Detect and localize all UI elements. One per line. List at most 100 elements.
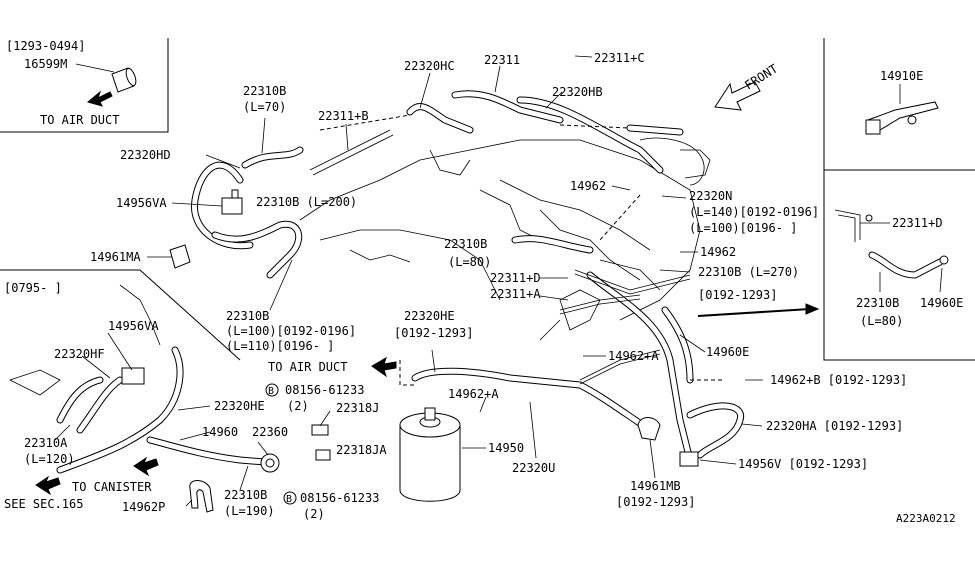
label-22311A: 22311+A — [490, 287, 541, 301]
label-L80: (L=80) — [448, 255, 491, 269]
label-L70: (L=70) — [243, 100, 286, 114]
label-L110: (L=110)[0196- ] — [226, 339, 334, 353]
inset-right-frames — [823, 38, 975, 361]
part-22318J — [311, 424, 331, 461]
label-16599M: 16599M — [24, 57, 67, 71]
label-L140: (L=140)[0192-0196] — [689, 205, 819, 219]
b-marker-top-label: B — [268, 386, 274, 397]
label-see-sec: SEE SEC.165 — [4, 497, 83, 511]
direction-arrows — [35, 303, 820, 496]
label-qty-b: (2) — [303, 507, 325, 521]
label-22318JA: 22318JA — [336, 443, 387, 457]
hose-left-assembly — [56, 346, 269, 474]
b-marker-bottom: B — [283, 491, 297, 505]
label-inset-L120: (L=120) — [24, 452, 75, 466]
hose-22320HC — [406, 103, 474, 134]
label-14956VA-top: 14956VA — [116, 196, 167, 210]
hose-22320HB — [516, 96, 684, 174]
label-14961MB: 14961MB — [630, 479, 681, 493]
bracket-14961MB — [637, 417, 661, 441]
label-range-c: [0192-1293] — [616, 495, 695, 509]
label-inset-14956VA: 14956VA — [108, 319, 159, 333]
label-L100: (L=100)[0196- ] — [689, 221, 797, 235]
label-14962-a: 14962 — [570, 179, 606, 193]
part-14910E — [865, 101, 939, 135]
diagram-reference-code: A223A0212 — [896, 512, 956, 525]
hose-22310B-70 — [241, 146, 304, 169]
label-14962A-a: 14962+A — [608, 349, 659, 363]
label-to-air-duct-main: TO AIR DUCT — [268, 360, 347, 374]
label-22320HB: 22320HB — [552, 85, 603, 99]
label-08156-a: 08156-61233 — [285, 383, 364, 397]
b-marker-top: B — [265, 383, 279, 397]
label-14960E-main: 14960E — [706, 345, 749, 359]
hose-22310B-200 — [211, 220, 303, 279]
label-14950: 14950 — [488, 441, 524, 455]
clip-14962P — [189, 480, 214, 513]
inset-range-top-left: [1293-0494] — [6, 39, 85, 53]
b-marker-bottom-label: B — [286, 494, 292, 505]
label-22320HC: 22320HC — [404, 59, 455, 73]
leader-lines — [54, 55, 943, 507]
label-22311B: 22311+B — [318, 109, 369, 123]
hose-22320HE — [411, 367, 654, 434]
label-22320HD: 22320HD — [120, 148, 171, 162]
canister-14950 — [399, 407, 461, 502]
label-22320HE-top: 22320HE — [404, 309, 455, 323]
label-14962B: 14962+B [0192-1293] — [770, 373, 907, 387]
label-22320HE-mid: 22320HE — [214, 399, 265, 413]
hose-14960E — [661, 306, 694, 384]
label-22318J: 22318J — [336, 401, 379, 415]
hose-22320HD — [191, 161, 254, 250]
label-inset-L80: (L=80) — [860, 314, 903, 328]
label-14961MA: 14961MA — [90, 250, 141, 264]
label-22311C: 22311+C — [594, 51, 645, 65]
valve-14956VA — [221, 189, 243, 215]
label-L100b: (L=100)[0192-0196] — [226, 324, 356, 338]
label-qty-a: (2) — [287, 399, 309, 413]
labels: [1293-0494] 16599M TO AIR DUCT 22310B (L… — [4, 39, 963, 525]
label-22310B-80: 22310B — [444, 237, 487, 251]
label-inset-22310A: 22310A — [24, 436, 68, 450]
label-14960: 14960 — [202, 425, 238, 439]
metal-tubes — [309, 129, 691, 385]
label-22311: 22311 — [484, 53, 520, 67]
valve-14956V — [679, 451, 699, 467]
label-22310B-270: 22310B (L=270) — [698, 265, 799, 279]
label-22310B-190: 22310B — [224, 488, 267, 502]
inset-top-left-frame — [0, 38, 169, 133]
inset-left-frame — [0, 269, 241, 361]
front-arrow-icon — [714, 81, 761, 111]
part-16599M-drawing — [75, 63, 137, 107]
label-22320HA: 22320HA [0192-1293] — [766, 419, 903, 433]
hose-22310B-80 — [511, 235, 594, 254]
inset-mid-right-hoses — [834, 209, 949, 279]
label-range-a: [0192-1293] — [698, 288, 777, 302]
label-08156-b: 08156-61233 — [300, 491, 379, 505]
label-22310B-100: 22310B — [226, 309, 269, 323]
label-22311D: 22311+D — [490, 271, 541, 285]
engine-outline — [299, 137, 711, 331]
inset-left-drawing — [8, 284, 161, 424]
label-14956V: 14956V [0192-1293] — [738, 457, 868, 471]
label-14962A-b: 14962+A — [448, 387, 499, 401]
hose-22311 — [451, 90, 564, 124]
hose-22320HA — [686, 402, 745, 459]
label-to-canister: TO CANISTER — [72, 480, 152, 494]
label-14962-b: 14962 — [700, 245, 736, 259]
label-range-b: [0192-1293] — [394, 326, 473, 340]
bracket-14961MA — [169, 244, 191, 269]
label-14962P: 14962P — [122, 500, 165, 514]
label-L190: (L=190) — [224, 504, 275, 518]
label-22360: 22360 — [252, 425, 288, 439]
label-22310B-200: 22310B (L=200) — [256, 195, 357, 209]
label-inset-14960E: 14960E — [920, 296, 963, 310]
valve-22360 — [260, 453, 280, 473]
label-22320N: 22320N — [689, 189, 732, 203]
inset-range-left: [0795- ] — [4, 281, 62, 295]
label-inset-22311D: 22311+D — [892, 216, 943, 230]
label-inset-22320HF: 22320HF — [54, 347, 105, 361]
label-inset-22310B: 22310B — [856, 296, 899, 310]
dashed-connectors — [319, 114, 725, 386]
